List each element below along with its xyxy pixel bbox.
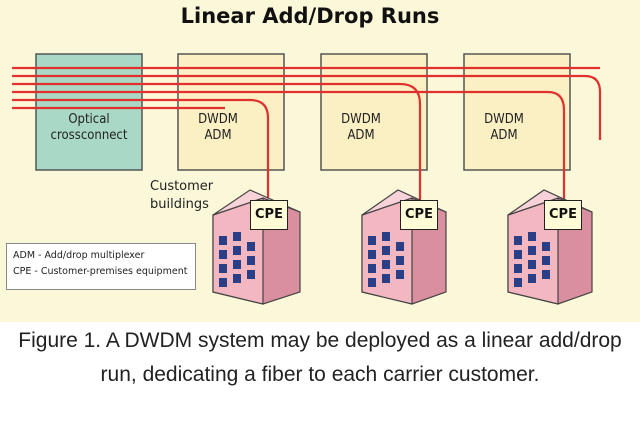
adm-label-3-line2: ADM <box>490 128 518 143</box>
building-window <box>542 256 550 265</box>
building-window <box>247 256 255 265</box>
legend-box: ADM - Add/drop multiplexer CPE - Custome… <box>6 243 196 290</box>
fiber-line-2 <box>12 74 602 140</box>
building-window <box>528 232 536 241</box>
adm-label-2-line2: ADM <box>347 128 375 143</box>
building-windows <box>219 232 550 287</box>
building-window <box>368 264 376 273</box>
adm-label-1-line1: DWDM <box>198 112 238 127</box>
building-window <box>219 236 227 245</box>
building-window <box>247 270 255 279</box>
fiber-line-5 <box>12 98 270 210</box>
building-window <box>219 250 227 259</box>
figure-caption-area: Figure 1. A DWDM system may be deployed … <box>0 322 640 431</box>
figure-caption: Figure 1. A DWDM system may be deployed … <box>18 329 622 386</box>
building-window <box>368 278 376 287</box>
building-window <box>514 250 522 259</box>
fiber-line-3 <box>12 82 422 210</box>
crossconnect-label: Optical crossconnect <box>36 112 142 144</box>
building-window <box>542 270 550 279</box>
cpe-box-1: CPE <box>250 200 288 230</box>
building-window <box>233 274 241 283</box>
customer-label-line1: Customer <box>150 179 214 194</box>
diagram-title: Linear Add/Drop Runs <box>180 4 440 28</box>
building-window <box>528 246 536 255</box>
diagram-svg <box>12 53 602 305</box>
building-window <box>382 260 390 269</box>
building-window <box>368 250 376 259</box>
adm-label-1-line2: ADM <box>204 128 232 143</box>
dwdm-adm-box-3 <box>463 53 571 171</box>
building-window <box>233 246 241 255</box>
cpe-box-2: CPE <box>400 200 438 230</box>
building-window <box>382 246 390 255</box>
building-window <box>219 278 227 287</box>
dwdm-adm-box-2 <box>320 53 428 171</box>
adm-label-3-line1: DWDM <box>484 112 524 127</box>
adm-label-2-line1: DWDM <box>341 112 381 127</box>
building-window <box>528 260 536 269</box>
building-window <box>382 232 390 241</box>
building-window <box>396 270 404 279</box>
fiber-line-4 <box>12 90 566 210</box>
cpe-box-3: CPE <box>544 200 582 230</box>
crossconnect-label-line2: crossconnect <box>50 128 128 143</box>
building-window <box>382 274 390 283</box>
building-window <box>514 264 522 273</box>
building-window <box>528 274 536 283</box>
building-window <box>542 242 550 251</box>
building-window <box>247 242 255 251</box>
building-window <box>396 256 404 265</box>
adm-label-2: DWDM ADM <box>321 112 401 144</box>
adm-label-3: DWDM ADM <box>464 112 544 144</box>
building-window <box>368 236 376 245</box>
legend-item-cpe: CPE - Customer-premises equipment <box>13 266 188 277</box>
optical-crossconnect-box <box>35 53 143 171</box>
building-window <box>233 260 241 269</box>
customer-label-line2: buildings <box>150 197 209 212</box>
crossconnect-label-line1: Optical <box>68 112 110 127</box>
building-window <box>514 236 522 245</box>
building-window <box>219 264 227 273</box>
customer-buildings-label: Customer buildings <box>150 178 213 214</box>
building-window <box>514 278 522 287</box>
adm-label-1: DWDM ADM <box>178 112 258 144</box>
legend-item-adm: ADM - Add/drop multiplexer <box>13 250 145 261</box>
building-window <box>396 242 404 251</box>
building-window <box>233 232 241 241</box>
